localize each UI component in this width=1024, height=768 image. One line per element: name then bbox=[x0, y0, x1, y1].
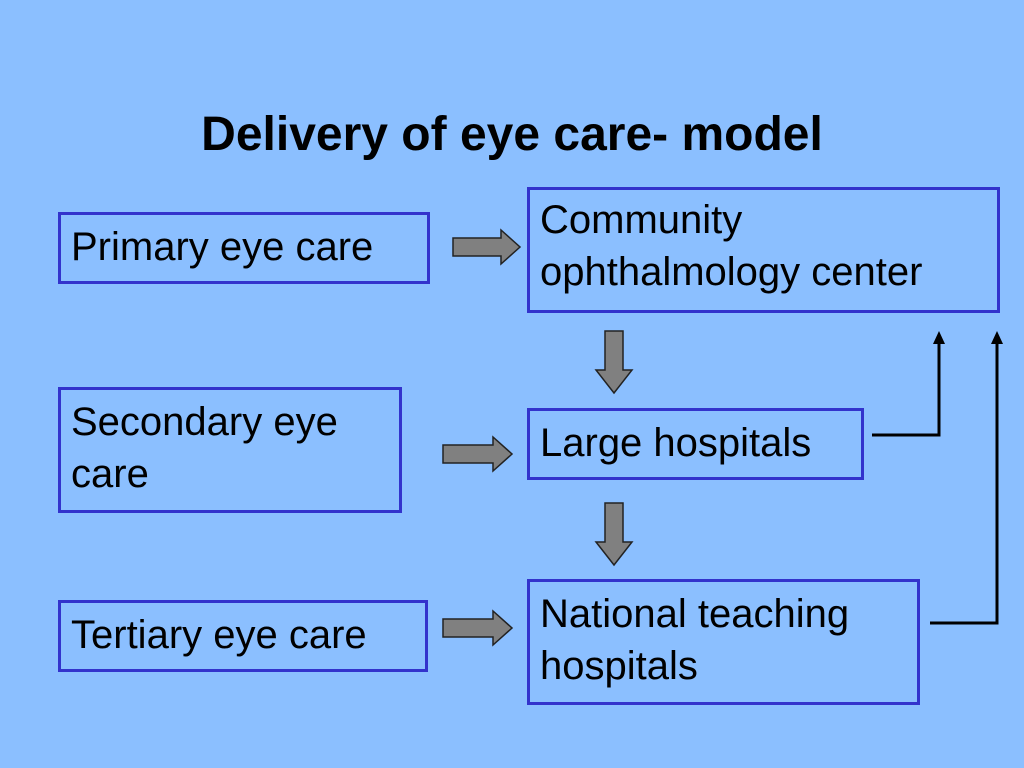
primary-eye-care-label: Primary eye care bbox=[71, 225, 374, 269]
large-hospitals-label: Large hospitals bbox=[540, 421, 812, 465]
tertiary-eye-care-box: Tertiary eye care bbox=[58, 600, 428, 672]
community-ophthalmology-center-box: Community ophthalmology center bbox=[527, 187, 1000, 313]
arrowhead-large-to-community bbox=[933, 331, 945, 344]
community-ophthalmology-center-label: Community ophthalmology center bbox=[540, 198, 923, 294]
arrow-community-to-large bbox=[594, 330, 634, 395]
large-hospitals-box: Large hospitals bbox=[527, 408, 864, 480]
slide-title: Delivery of eye care- model bbox=[201, 108, 823, 161]
secondary-eye-care-label: Secondary eye care bbox=[71, 400, 338, 496]
arrow-secondary-to-large bbox=[442, 435, 514, 473]
line-national-to-community bbox=[930, 342, 999, 625]
tertiary-eye-care-label: Tertiary eye care bbox=[71, 613, 367, 657]
arrow-large-to-national bbox=[594, 502, 634, 567]
secondary-eye-care-box: Secondary eye care bbox=[58, 387, 402, 513]
national-teaching-hospitals-box: National teaching hospitals bbox=[527, 579, 920, 705]
arrowhead-national-to-community bbox=[991, 331, 1003, 344]
line-large-to-community bbox=[872, 342, 941, 437]
arrow-tertiary-to-national bbox=[442, 609, 514, 647]
national-teaching-hospitals-label: National teaching hospitals bbox=[540, 592, 850, 688]
arrow-primary-to-community bbox=[452, 228, 522, 266]
primary-eye-care-box: Primary eye care bbox=[58, 212, 430, 284]
